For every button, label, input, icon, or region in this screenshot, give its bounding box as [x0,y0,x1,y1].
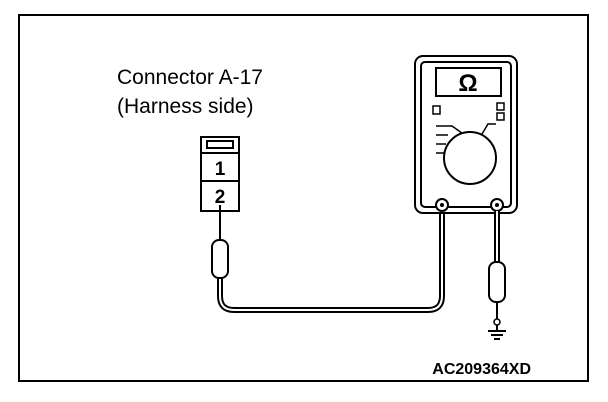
figure-id: AC209364XD [432,361,531,378]
meter-display [435,67,502,97]
meter-dial [443,131,497,185]
connector-pin-2: 2 [215,187,226,208]
figure-frame [18,14,589,382]
connector-a17: 1 2 [200,136,240,212]
connector-pin-1: 1 [215,159,226,180]
test-lead-cable [217,207,445,313]
connector-label-line2: (Harness side) [117,95,254,118]
ohm-symbol: Ω [458,70,477,97]
ground-icon [488,325,506,340]
test-probe-pin2 [211,205,229,286]
ground-probe [488,261,506,326]
connector-label-line1: Connector A-17 [117,66,263,89]
ohm-meter: Ω [414,55,518,214]
